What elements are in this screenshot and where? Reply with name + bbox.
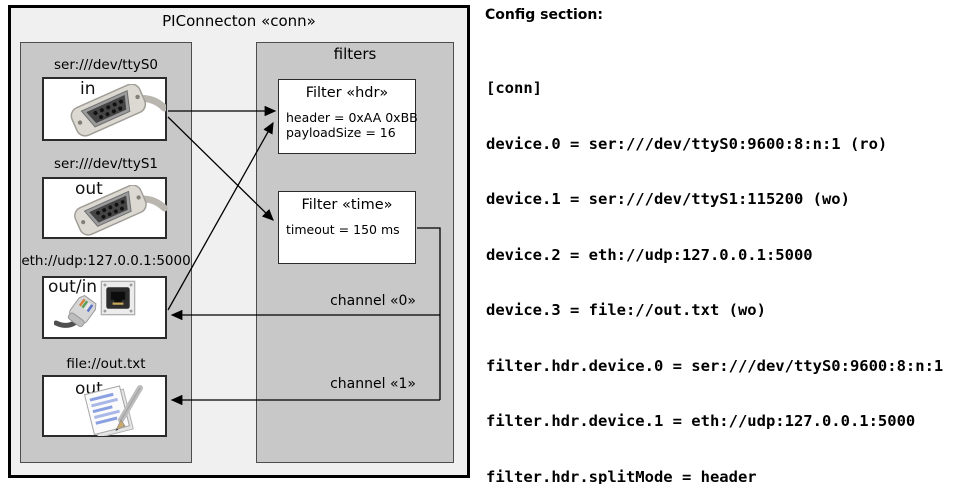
channel-0-label: channel «0» [330,293,416,309]
device-direction: out [75,179,103,199]
device-label-ttys0: ser:///dev/ttyS0 [54,57,158,73]
connection-diagram: PIConnecton «conn» ser:///dev/ttyS0 in [8,5,470,478]
config-panel: Config section: [conn] device.0 = ser://… [484,0,964,484]
device-box-ttys0: in [42,77,167,141]
config-line: filter.hdr.device.1 = eth://udp:127.0.0.… [486,412,916,430]
device-label-eth: eth://udp:127.0.0.1:5000 [21,253,191,269]
config-line: [conn] [486,79,542,97]
filter-hdr-box: Filter «hdr» header = 0xAA 0xBB payloadS… [278,79,418,154]
config-text: [conn] device.0 = ser:///dev/ttyS0:9600:… [486,42,953,484]
filter-hdr-attributes: header = 0xAA 0xBB payloadSize = 16 [286,110,418,140]
serial-connector-icon [70,84,166,137]
filters-panel: filters Filter «hdr» header = 0xAA 0xBB … [256,42,454,463]
device-direction: in [80,79,96,99]
ethernet-cable-icon [54,294,97,328]
config-line: device.2 = eth://udp:127.0.0.1:5000 [486,245,813,264]
device-box-eth: out/in [42,276,167,339]
config-line: device.3 = file://out.txt (wo) [486,301,766,319]
filter-attribute: header = 0xAA 0xBB [286,110,418,125]
diagram-title: PIConnecton «conn» [162,12,316,30]
device-direction: out/in [48,277,98,297]
filter-time-attributes: timeout = 150 ms [286,222,415,237]
filters-panel-title: filters [333,45,377,63]
config-line: filter.hdr.device.0 = ser:///dev/ttyS0:9… [486,356,944,375]
devices-panel: ser:///dev/ttyS0 in [20,42,192,463]
filter-time-box: Filter «time» timeout = 150 ms [278,191,416,264]
filter-hdr-title: Filter «hdr» [305,85,389,101]
device-label-ttys1: ser:///dev/ttyS1 [54,156,158,172]
config-heading: Config section: [485,7,603,23]
device-box-ttys1: out [42,177,168,239]
config-line: device.0 = ser:///dev/ttyS0:9600:8:n:1 (… [486,134,888,153]
serial-connector-icon [74,185,168,236]
config-line: filter.hdr.splitMode = header [486,467,757,484]
device-label-file: file://out.txt [66,356,146,372]
filter-attribute: timeout = 150 ms [286,222,400,237]
filter-time-title: Filter «time» [301,197,393,213]
notepad-pencil-icon [83,385,143,436]
ethernet-port-icon [100,280,136,316]
config-line: device.1 = ser:///dev/ttyS1:115200 (wo) [486,190,850,208]
filter-attribute: payloadSize = 16 [286,125,396,140]
device-box-file: out [42,375,167,437]
channel-1-label: channel «1» [330,376,416,392]
